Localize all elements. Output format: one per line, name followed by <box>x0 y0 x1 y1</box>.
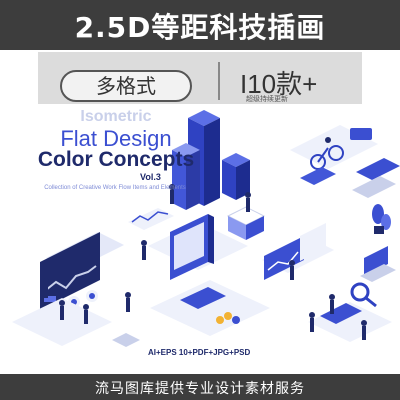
bottom-left-platform-icon <box>12 298 140 347</box>
people-icon <box>43 184 367 340</box>
document-boxes-icon <box>226 206 266 240</box>
bottom-right-platform-icon <box>308 302 392 342</box>
stair-chart-icon <box>262 223 334 280</box>
monitor-icon <box>148 214 248 280</box>
dashboard-icon <box>40 232 124 310</box>
update-note: 超级持续更新 <box>246 95 288 103</box>
top-banner <box>0 0 400 50</box>
headline-isometric: Isometric <box>80 108 152 125</box>
chart-card-icon <box>128 208 174 230</box>
volume-label: Vol.3 <box>140 172 161 182</box>
format-badge: 多格式 <box>60 70 192 102</box>
bottom-banner <box>0 374 400 400</box>
bottom-platform-icon <box>150 280 270 336</box>
page-title: 2.5D等距科技插画 <box>74 11 326 44</box>
file-formats: AI+EPS 10+PDF+JPG+PSD <box>148 348 251 357</box>
plant-icon <box>372 204 391 234</box>
divider <box>218 62 220 100</box>
info-cards-icon <box>300 158 400 198</box>
laptop-icon <box>360 246 396 282</box>
cyclist-card-icon <box>290 125 378 170</box>
tall-columns-icon <box>172 110 250 210</box>
headline-subtitle: Collection of Creative Work Flow Items a… <box>44 185 186 191</box>
footer-text: 流马图库提供专业设计素材服务 <box>95 381 305 397</box>
count-label: I10款+ <box>240 69 318 99</box>
magnifier-icon <box>350 282 377 308</box>
headline-flat-design: Flat Design <box>60 126 172 151</box>
headline-color-concepts: Color Concepts <box>37 148 195 171</box>
